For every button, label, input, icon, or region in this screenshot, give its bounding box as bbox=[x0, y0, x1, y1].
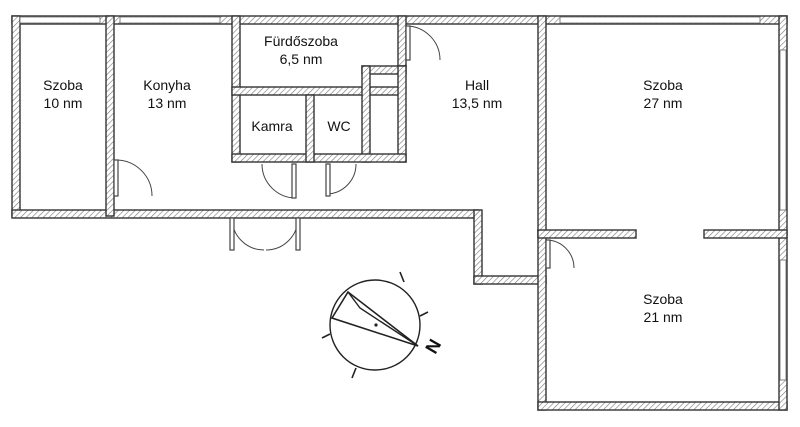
wall-hall-room bbox=[537, 15, 547, 237]
door-konyha bbox=[113, 159, 153, 197]
interior-walls bbox=[105, 15, 788, 239]
wall-szoba-konyha bbox=[105, 15, 115, 217]
window-szoba-top-right bbox=[559, 16, 761, 24]
windows bbox=[19, 16, 787, 381]
wall-rooms-divider-right bbox=[703, 229, 788, 239]
wall-kamra-wc bbox=[305, 94, 315, 163]
window-szoba-left bbox=[19, 16, 101, 24]
door-kamra bbox=[261, 163, 297, 199]
door-szoba-bottom-right bbox=[545, 239, 575, 269]
compass-north-letter: N bbox=[421, 336, 445, 357]
room-area-szoba-top-right: 27 nm bbox=[644, 95, 683, 111]
room-name-szoba-top-right: Szoba bbox=[643, 77, 683, 93]
wall-shaft-left bbox=[361, 65, 371, 163]
wall-bath-right bbox=[397, 15, 407, 67]
room-name-szoba-bottom-right: Szoba bbox=[643, 291, 683, 307]
wall-kamra-wc-bottom bbox=[231, 153, 407, 163]
door-wc bbox=[325, 163, 357, 197]
wall-right-room-left bbox=[537, 229, 547, 411]
room-area-szoba-bottom-right: 21 nm bbox=[644, 309, 683, 325]
wall-right bbox=[778, 15, 788, 411]
wall-bottom-right bbox=[537, 401, 788, 411]
room-area-hall: 13,5 nm bbox=[452, 95, 503, 111]
door-bathroom bbox=[405, 25, 441, 61]
room-name-wc: WC bbox=[327, 118, 350, 134]
room-area-szoba-left: 10 nm bbox=[44, 95, 83, 111]
wall-bottom-left bbox=[11, 209, 479, 219]
room-area-furdoszoba: 6,5 nm bbox=[280, 51, 323, 67]
room-labels: Szoba 10 nm Konyha 13 nm Fürdőszoba 6,5 … bbox=[43, 33, 683, 325]
wall-shaft-right bbox=[397, 65, 407, 163]
wall-rooms-divider-left bbox=[537, 229, 637, 239]
room-name-kamra: Kamra bbox=[251, 118, 292, 134]
wall-hall-step-vertical bbox=[473, 209, 483, 285]
room-name-konyha: Konyha bbox=[143, 77, 191, 93]
window-right-top bbox=[779, 49, 787, 211]
room-area-konyha: 13 nm bbox=[148, 95, 187, 111]
wall-left bbox=[11, 15, 21, 217]
window-konyha bbox=[119, 16, 221, 24]
wall-bath-bottom bbox=[231, 86, 403, 96]
room-name-szoba-left: Szoba bbox=[43, 77, 83, 93]
door-entrance bbox=[229, 217, 301, 251]
wall-hall-step-horizontal bbox=[473, 275, 547, 285]
window-right-bottom bbox=[779, 259, 787, 381]
compass-icon: N bbox=[321, 271, 445, 379]
doors bbox=[113, 25, 575, 269]
room-name-hall: Hall bbox=[465, 77, 489, 93]
room-name-furdoszoba: Fürdőszoba bbox=[264, 33, 338, 49]
